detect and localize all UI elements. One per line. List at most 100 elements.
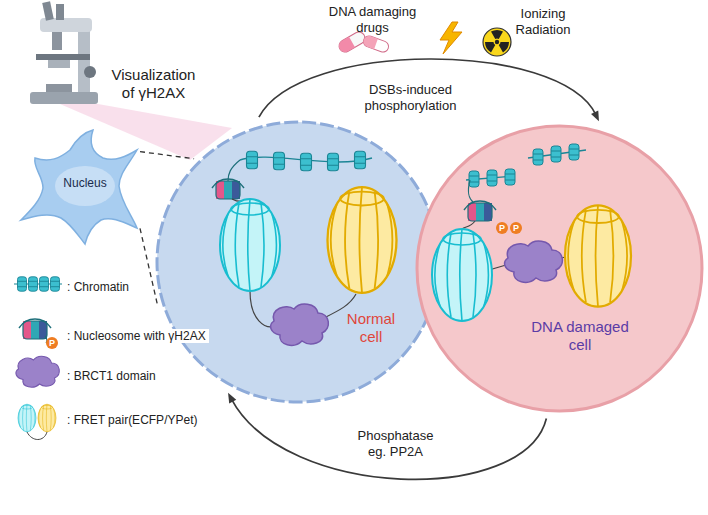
art-rect xyxy=(36,54,90,60)
art-use xyxy=(432,229,492,321)
arrowhead xyxy=(591,110,599,121)
art-use xyxy=(247,151,258,169)
annotation: Ionizing Radiation xyxy=(508,6,578,37)
art-use xyxy=(565,205,631,306)
legend-text-holder: : BRCT1 domain xyxy=(64,366,294,384)
art-circle xyxy=(495,40,499,44)
art-path xyxy=(21,130,137,244)
art-circle xyxy=(84,66,96,78)
art-use xyxy=(38,404,56,432)
node-label-holder: Normal cell xyxy=(339,310,403,346)
art-use xyxy=(469,171,479,187)
art-use xyxy=(569,144,579,160)
process-arrow xyxy=(259,59,596,117)
art-path xyxy=(466,176,514,180)
art-use xyxy=(274,152,285,170)
art-use xyxy=(40,277,49,291)
art-use xyxy=(533,149,543,165)
art-use xyxy=(271,304,329,345)
art-use xyxy=(18,404,36,432)
art-path xyxy=(337,37,355,54)
art-rect xyxy=(78,30,90,92)
microscope xyxy=(30,1,98,104)
art-rect xyxy=(46,84,72,92)
art-path xyxy=(362,34,378,49)
node-label: Nucleus xyxy=(43,176,127,190)
node-label: DNA damaged cell xyxy=(523,318,637,354)
legend-text: : BRCT1 domain xyxy=(64,369,159,383)
node-label: Normal cell xyxy=(339,310,403,346)
art-use xyxy=(328,187,397,293)
art-use xyxy=(16,356,59,387)
art-path xyxy=(228,160,240,181)
art-rect xyxy=(56,4,64,20)
cell-nucleus: Normal cell xyxy=(155,120,441,404)
phospho-label: P xyxy=(496,222,508,234)
art-rect xyxy=(362,34,390,53)
annotation: Visualization of γH2AX xyxy=(106,66,201,102)
art-g xyxy=(362,34,390,53)
art-path xyxy=(232,199,250,202)
art-path xyxy=(250,291,276,327)
art-use xyxy=(551,146,561,162)
node-label-holder: DNA damaged cell xyxy=(523,318,637,354)
art-use xyxy=(505,169,515,185)
art-path xyxy=(491,30,503,39)
node-label-holder: Nucleus xyxy=(43,176,127,190)
view-wedge xyxy=(60,104,232,160)
art-ellipse xyxy=(157,122,439,402)
art-path xyxy=(484,38,498,53)
edge-label: DSBs-induced phosphorylation xyxy=(358,82,463,113)
edge-label: Phosphatase eg. PP2A xyxy=(353,428,438,459)
phospho-label-holder: P xyxy=(46,337,58,349)
art-use xyxy=(487,170,497,186)
zoom-line xyxy=(140,228,157,304)
art-circle xyxy=(510,222,522,234)
art-use xyxy=(220,199,280,291)
art-use xyxy=(29,277,38,291)
cell-body: Nucleus xyxy=(15,128,140,246)
process-arrow xyxy=(231,399,546,479)
edge-label-holder: Phosphatase eg. PP2A xyxy=(353,428,438,459)
radiation-symbol xyxy=(483,28,511,56)
art-use xyxy=(355,151,366,169)
annotation-holder: Ionizing Radiation xyxy=(508,6,578,37)
art-circle xyxy=(496,222,508,234)
legend-text-holder: : Chromatin xyxy=(64,277,294,295)
nucleus-circle xyxy=(415,124,704,413)
art-g xyxy=(432,144,631,321)
art-rect xyxy=(52,32,62,50)
annotation-holder: Visualization of γH2AX xyxy=(106,66,201,102)
phospho-label-holder: P xyxy=(496,222,508,234)
legend-icons xyxy=(14,277,62,440)
art-circle xyxy=(46,337,58,349)
art-use xyxy=(301,153,312,171)
annotation: DNA damaging drugs xyxy=(325,4,420,35)
zoom-line xyxy=(140,152,194,159)
annotation-holder: DNA damaging drugs xyxy=(325,4,420,35)
art-rect xyxy=(48,60,70,68)
art-path xyxy=(462,221,475,229)
legend-text: : FRET pair(ECFP/YPet) xyxy=(64,413,200,427)
phospho-label: P xyxy=(510,222,522,234)
phospho-label-holder: P xyxy=(510,222,522,234)
art-path xyxy=(468,180,474,203)
art-ellipse xyxy=(417,126,702,411)
legend-text-holder: : FRET pair(ECFP/YPet) xyxy=(64,410,294,428)
art-use xyxy=(328,153,339,171)
art-path xyxy=(562,256,568,258)
art-use xyxy=(19,319,51,339)
lightning-symbol xyxy=(440,22,462,54)
art-use xyxy=(212,179,244,199)
nucleus-circle xyxy=(155,120,441,404)
legend-text: : Nucleosome with γH2AX xyxy=(64,329,209,343)
art-use xyxy=(18,277,27,291)
phospho-label: P xyxy=(46,337,58,349)
art-path xyxy=(240,157,372,162)
art-use xyxy=(505,241,563,282)
art-circle xyxy=(483,28,511,56)
art-rect xyxy=(30,92,98,104)
